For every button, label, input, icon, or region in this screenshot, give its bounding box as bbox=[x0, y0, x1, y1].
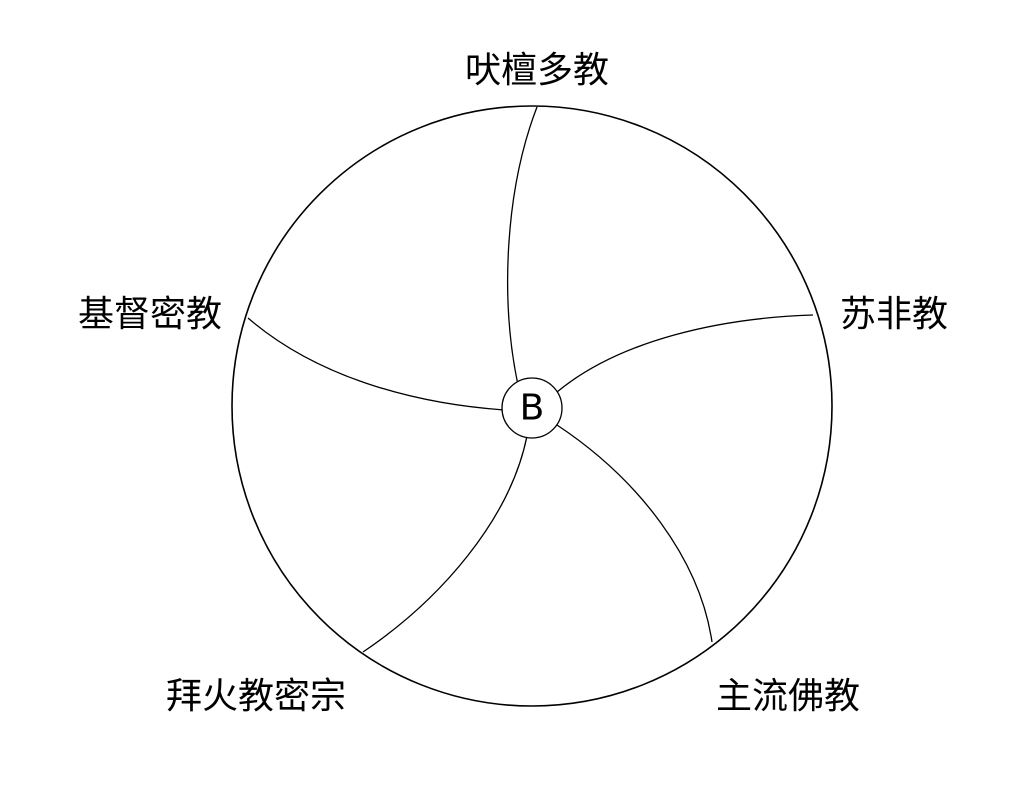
center-node bbox=[501, 377, 563, 439]
spoke-lower-right bbox=[556, 424, 713, 643]
label-left: 基督密教 bbox=[78, 294, 222, 335]
label-right: 苏非教 bbox=[840, 294, 948, 335]
spoke-left bbox=[247, 317, 505, 411]
spoke-lower-left bbox=[362, 435, 528, 653]
label-top: 吠檀多教 bbox=[465, 50, 609, 91]
center-node-label: B bbox=[520, 388, 545, 429]
label-lower-right: 主流佛教 bbox=[716, 676, 860, 717]
spoke-right bbox=[556, 314, 814, 393]
spoke-top bbox=[507, 106, 538, 386]
label-lower-left: 拜火教密宗 bbox=[166, 676, 346, 717]
